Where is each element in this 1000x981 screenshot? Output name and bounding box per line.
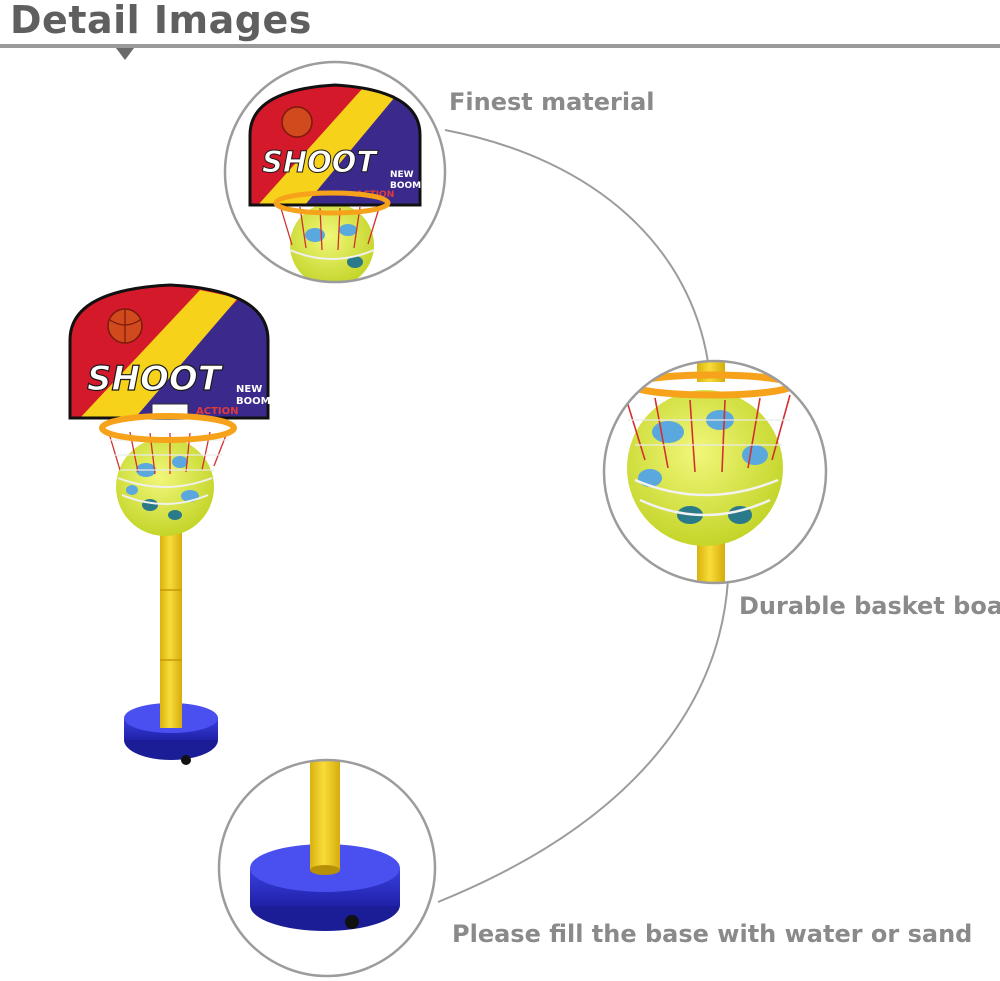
pole [160, 528, 182, 728]
board-subtext-3: ACTION [196, 406, 239, 417]
board-subtext-1: NEW [236, 384, 262, 395]
backboard: SHOOT NEW BOOM ACTION [68, 283, 271, 420]
zoom-board-subtext-1: NEW [390, 170, 414, 180]
basketball-stand-product: SHOOT NEW BOOM ACTION [68, 283, 271, 765]
callout-label-finest-material: Finest material [449, 88, 655, 116]
header-divider [0, 44, 1000, 60]
callout-ball-net [602, 359, 828, 585]
callout-label-fill-base: Please fill the base with water or sand [452, 920, 973, 948]
page-title: Detail Images [10, 0, 312, 42]
callout-label-durable-basket-board: Durable basket board [739, 592, 1000, 620]
zoom-board-subtext-2: BOOM [390, 181, 421, 191]
board-shoot-text: SHOOT [87, 359, 224, 399]
board-subtext-2: BOOM [236, 396, 271, 407]
zoom-board-shoot-text: SHOOT [262, 145, 378, 179]
connector-arcs [437, 129, 729, 903]
rim [99, 413, 237, 443]
callout-backboard: SHOOT NEW BOOM ACTION [223, 60, 447, 284]
net [107, 429, 229, 505]
callout-base [217, 758, 437, 978]
